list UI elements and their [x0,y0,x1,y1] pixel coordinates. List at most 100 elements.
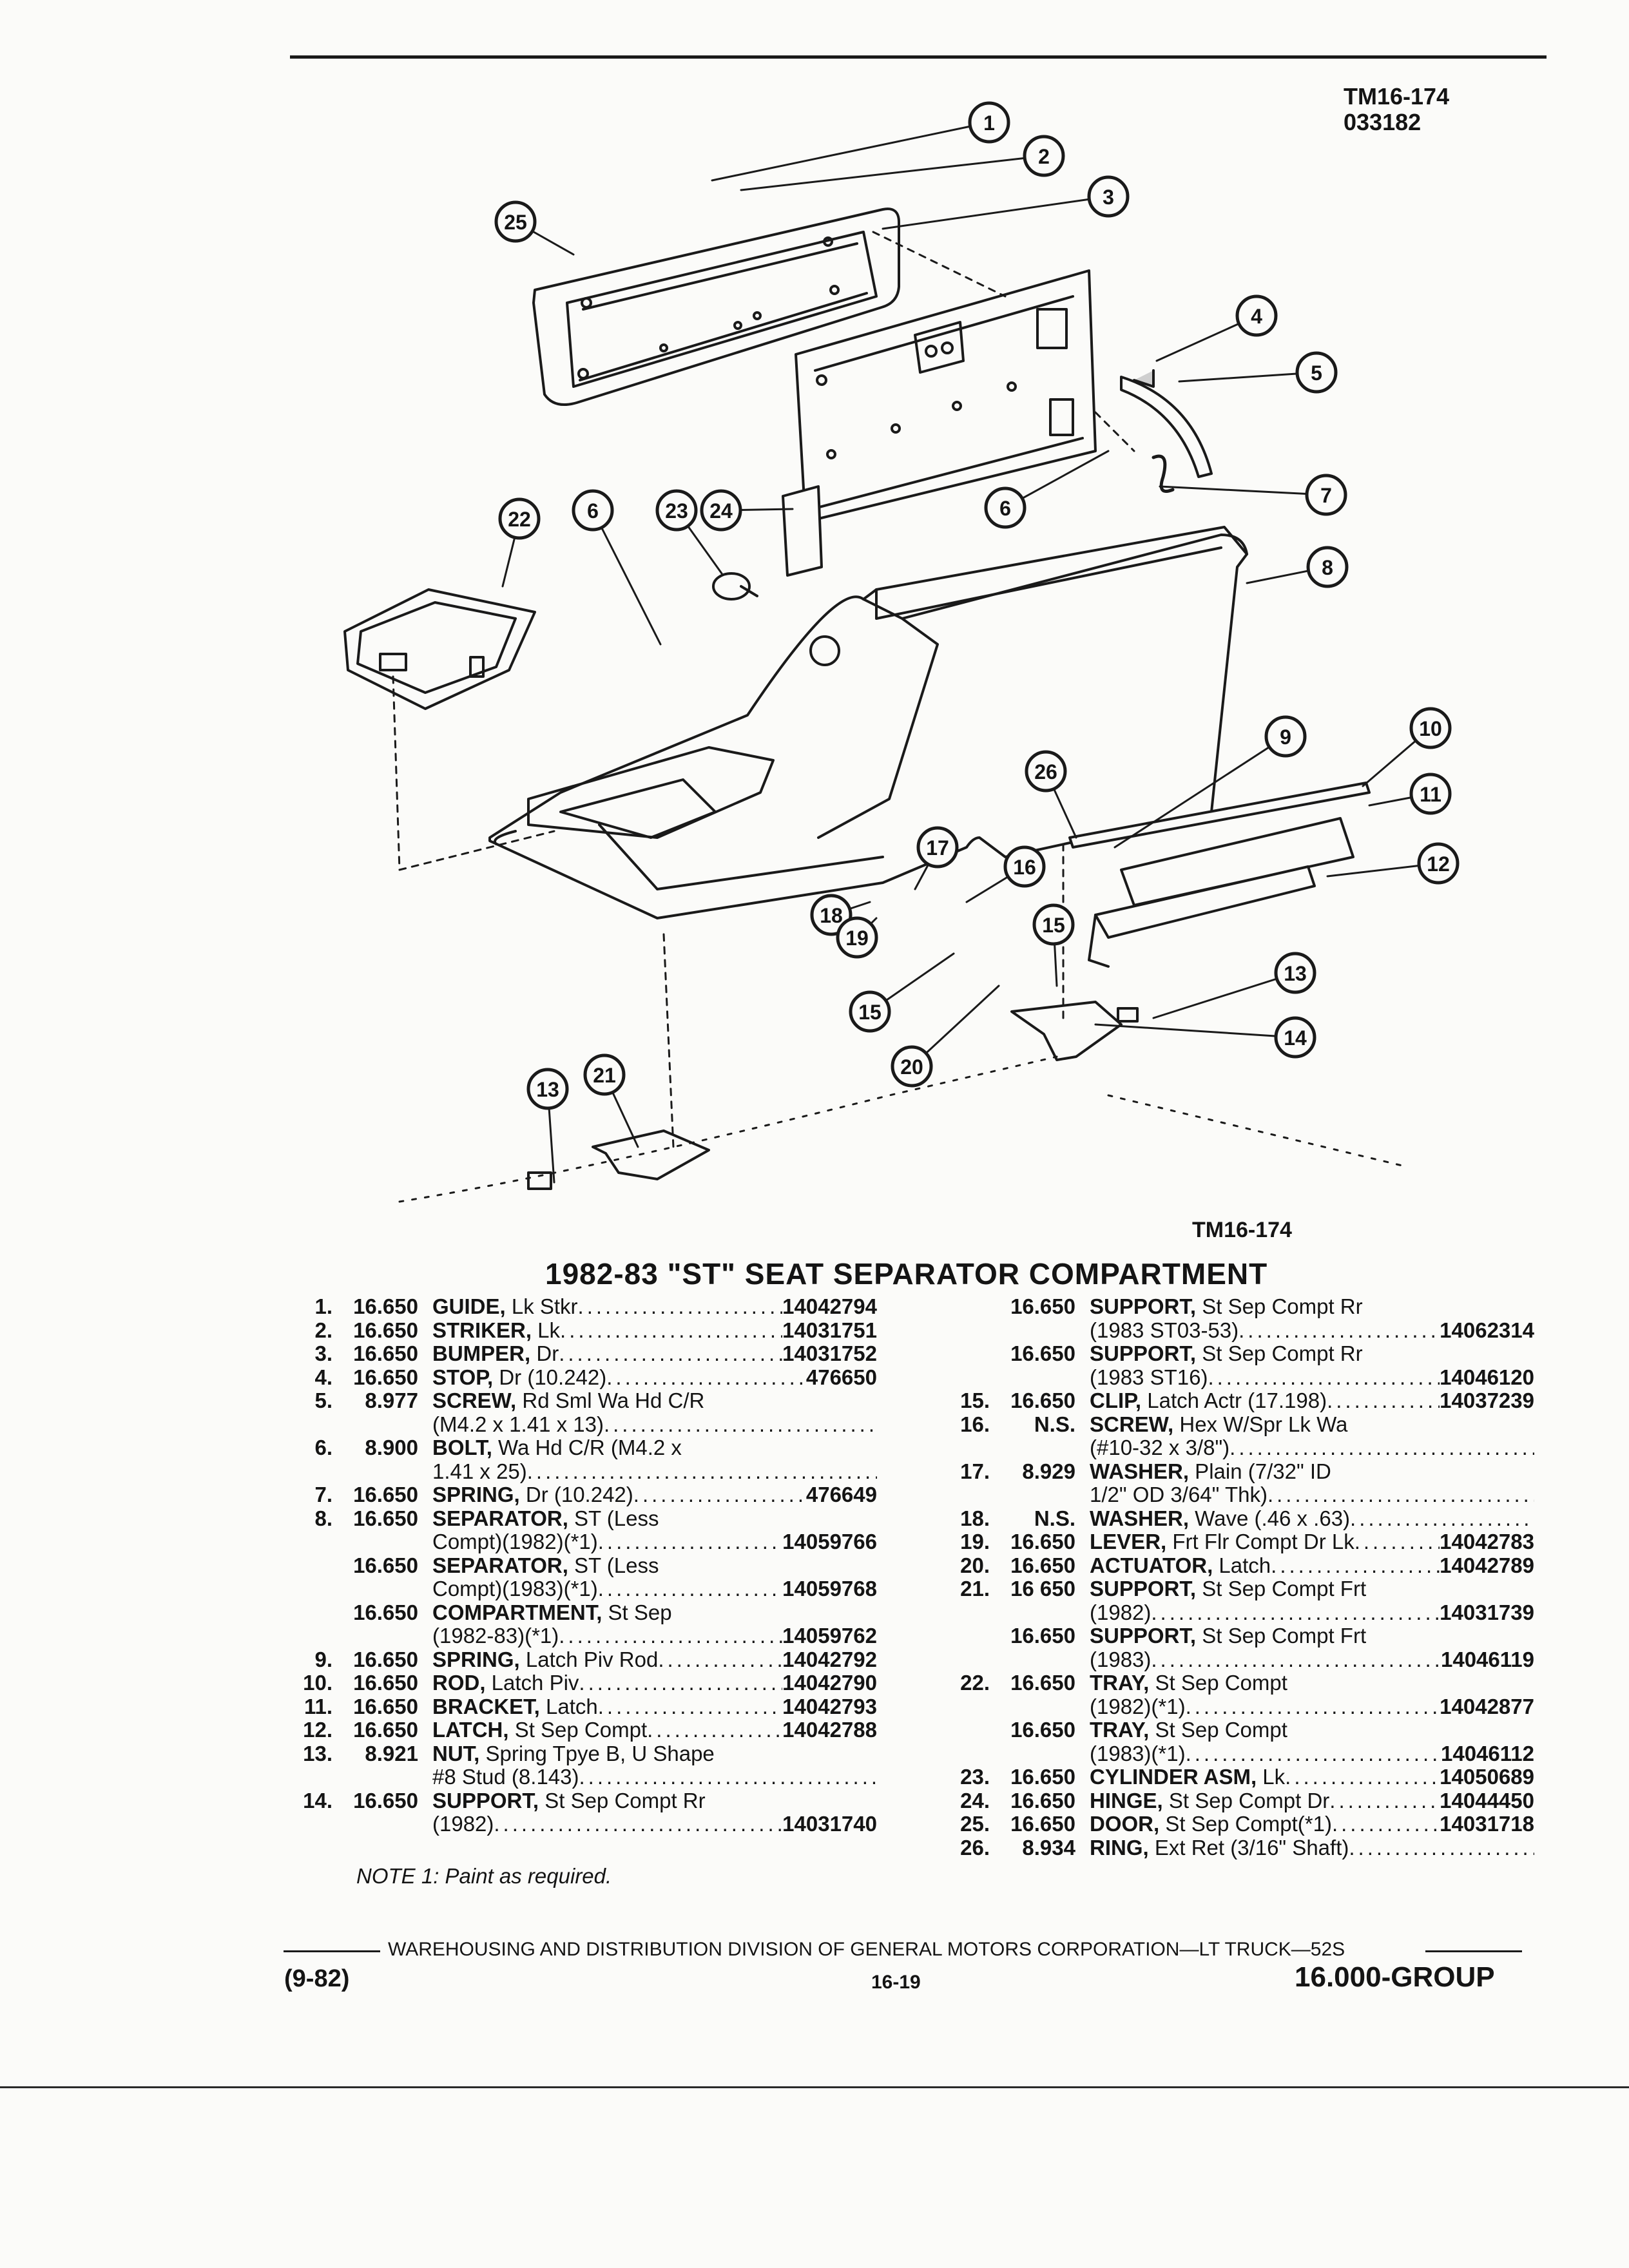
leader-dots [1186,1742,1441,1766]
part-detail-continued: Compt)(1983)(*1) [432,1577,598,1600]
part-detail: Wave (.46 x .63) [1189,1506,1351,1530]
part-description: SUPPORT, St Sep Compt Rr [1090,1295,1534,1319]
part-detail: Ext Ret (3/16" Shaft) [1148,1836,1349,1860]
part-row-continued: Compt)(1982)(*1)14059766 [284,1530,877,1554]
part-row-continued: (M4.2 x 1.41 x 13) [284,1413,877,1437]
tray-part [343,588,536,710]
part-detail: Dr [530,1342,559,1365]
part-detail: Lk [1257,1765,1286,1789]
item-number: 22. [960,1671,990,1695]
callout-number-17: 17 [926,836,949,860]
callout-circle-8 [1306,546,1349,588]
part-description: CYLINDER ASM, Lk14050689 [1090,1765,1534,1789]
part-row-continued: #8 Stud (8.143) [284,1765,877,1789]
leader-dots [1151,1601,1440,1625]
callout-number-5: 5 [1311,361,1322,385]
part-name: SCREW, [432,1389,517,1412]
group-number: 8.900 [365,1436,418,1459]
group-number: 16.650 [1010,1389,1075,1412]
part-number: 476649 [805,1483,877,1506]
part-number: 14042788 [782,1718,877,1742]
part-row-continued: (1983 ST03-53)14062314 [941,1319,1534,1343]
leader-dots [672,1601,877,1625]
callout-circle-6 [984,486,1027,529]
group-number: 16.650 [353,1506,418,1530]
footnote: NOTE 1: Paint as required. [356,1864,612,1888]
callout-circle-19 [836,916,878,959]
separator-body [488,526,1248,919]
item-number [941,1342,996,1366]
part-detail-continued: Compt)(1982)(*1) [432,1530,598,1553]
callout-leader-13 [1152,972,1296,1019]
part-detail: Wa Hd C/R (M4.2 x [492,1436,682,1459]
callout-leader-5 [1178,371,1318,383]
callout-leader-9 [1113,735,1287,849]
leader-dots [706,1789,877,1813]
part-description: SEPARATOR, ST (Less [432,1507,877,1531]
part-name: ACTUATOR, [1090,1553,1213,1577]
callout-circle-25 [494,200,537,243]
leader-dots [1208,1366,1440,1390]
part-name: SUPPORT, [432,1789,539,1812]
part-detail: ST (Less [568,1553,659,1577]
page-title: 1982-83 "ST" SEAT SEPARATOR COMPARTMENT [545,1257,1268,1291]
leader-dots [1331,1460,1534,1484]
callout-leader-1 [711,121,990,182]
part-description: WASHER, Plain (7/32" ID [1090,1460,1534,1484]
callout-number-22: 22 [508,508,531,531]
group-number: 16.650 [1010,1553,1075,1577]
callout-circle-15 [1032,903,1075,946]
part-detail: St Sep Compt Rr [539,1789,706,1812]
part-description: RING, Ext Ret (3/16" Shaft) [1090,1836,1534,1860]
group-number: 16.650 [353,1671,418,1695]
item-number: 26. [960,1835,990,1860]
group-number: 8.929 [1022,1459,1075,1483]
group-number: 16.650 [353,1600,418,1624]
callout-circle-23 [655,489,698,532]
callout-number-25: 25 [504,211,527,234]
leader-dots [1327,1389,1440,1413]
part-name: TRAY, [1090,1718,1150,1742]
callout-number-15: 15 [1042,914,1065,937]
leader-dots [598,1530,782,1554]
callout-number-9: 9 [1280,726,1291,749]
callout-leader-6 [592,509,662,646]
revision-date: (9-82) [284,1965,350,1992]
part-description: GUIDE, Lk Stkr14042794 [432,1295,877,1319]
group-number: 16.650 [353,1553,418,1577]
leader-dots [658,1648,782,1672]
top-rule [290,55,1547,59]
leader-dots [1366,1624,1534,1648]
rear-support-part [1010,1001,1123,1061]
part-description: BOLT, Wa Hd C/R (M4.2 x [432,1436,877,1460]
door-part [532,207,900,406]
part-number: 14031740 [782,1812,877,1836]
part-detail-continued: (M4.2 x 1.41 x 13) [432,1412,604,1436]
leader-dots [604,1413,877,1437]
leader-dots [647,1718,782,1742]
leader-dots [598,1577,782,1601]
part-number: 14062314 [1440,1318,1534,1342]
item-number: 14. [303,1788,333,1812]
part-name: RING, [1090,1836,1149,1860]
part-name: SPRING, [432,1648,520,1671]
part-description: CLIP, Latch Actr (17.198)14037239 [1090,1389,1534,1413]
part-detail: Latch Actr (17.198) [1141,1389,1327,1412]
group-number: 16.650 [1010,1530,1075,1553]
part-description: DOOR, St Sep Compt(*1)14031718 [1090,1812,1534,1836]
part-description: ACTUATOR, Latch14042789 [1090,1554,1534,1578]
part-description: COMPARTMENT, St Sep [432,1601,877,1625]
part-name: SEPARATOR, [432,1506,568,1530]
callout-circle-11 [1409,773,1452,815]
part-detail-continued: (1982)(*1) [1090,1695,1186,1718]
part-number: 14042877 [1440,1695,1534,1718]
part-description: SCREW, Rd Sml Wa Hd C/R [432,1389,877,1413]
